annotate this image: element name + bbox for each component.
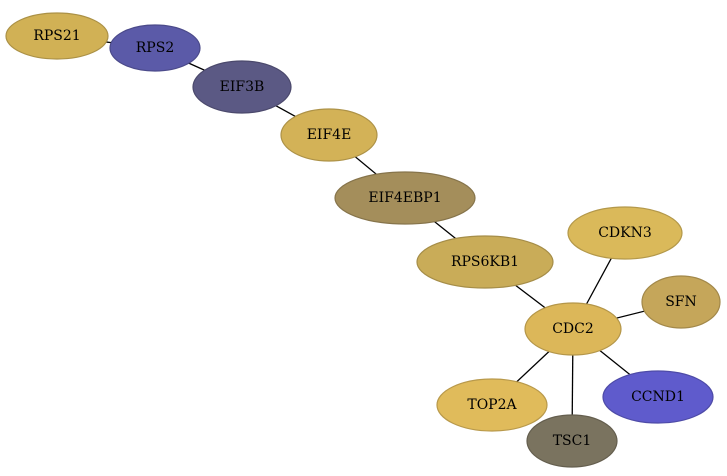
node-eif4e[interactable]: EIF4E [280,108,378,162]
node-eif3b[interactable]: EIF3B [192,60,292,114]
node-cdc2[interactable]: CDC2 [524,302,622,356]
node-sfn[interactable]: SFN [641,275,721,329]
node-top2a[interactable]: TOP2A [436,378,548,432]
node-ellipse [109,24,201,72]
node-ccnd1[interactable]: CCND1 [602,370,714,424]
node-tsc1[interactable]: TSC1 [526,414,618,468]
node-ellipse [641,275,721,329]
node-ellipse [192,60,292,114]
node-label: CCND1 [631,389,685,405]
node-ellipse [416,235,554,289]
node-label: EIF3B [220,79,265,95]
node-label: RPS6KB1 [451,254,519,270]
node-ellipse [526,414,618,468]
node-label: RPS2 [136,40,174,56]
node-ellipse [567,206,683,260]
node-rps6kb1[interactable]: RPS6KB1 [416,235,554,289]
node-label: CDKN3 [598,225,652,241]
node-label: SFN [665,294,697,310]
node-ellipse [602,370,714,424]
node-ellipse [280,108,378,162]
node-label: CDC2 [552,321,594,337]
node-eif4ebp1[interactable]: EIF4EBP1 [334,171,476,225]
node-cdkn3[interactable]: CDKN3 [567,206,683,260]
node-ellipse [436,378,548,432]
node-ellipse [334,171,476,225]
node-ellipse [5,12,109,60]
node-label: RPS21 [33,28,80,44]
node-label: EIF4EBP1 [368,190,441,206]
node-label: TSC1 [553,433,592,449]
node-ellipse [524,302,622,356]
node-label: TOP2A [467,397,517,413]
node-rps21[interactable]: RPS21 [5,12,109,60]
node-rps2[interactable]: RPS2 [109,24,201,72]
node-label: EIF4E [307,127,352,143]
